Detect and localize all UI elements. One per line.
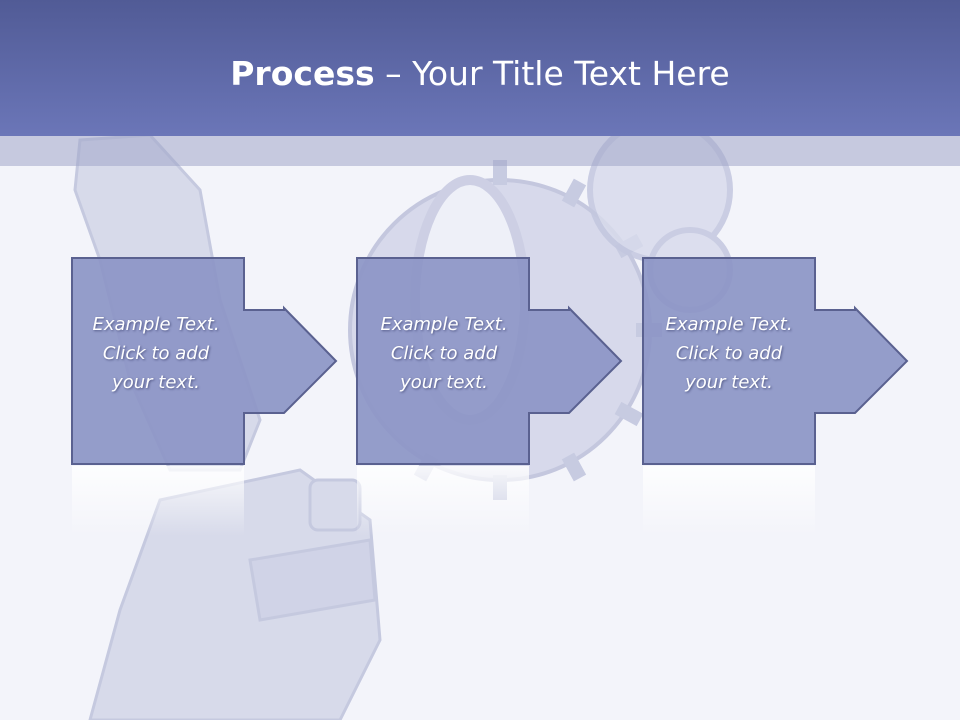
slide-title[interactable]: Process – Your Title Text Here [0, 52, 960, 96]
title-bar-shadow-strip [0, 136, 960, 166]
title-bar [0, 0, 960, 136]
step-3-arrow-box[interactable] [642, 257, 909, 465]
slide-title-rest: – Your Title Text Here [374, 54, 730, 93]
step-2-reflection [357, 466, 529, 536]
step-3-text[interactable]: Example Text. Click to add your text. [665, 314, 793, 393]
step-2-arrow-box[interactable] [356, 257, 623, 465]
step-1-arrow-box[interactable] [71, 257, 338, 465]
step-3-reflection [643, 466, 815, 536]
step-1-reflection [72, 466, 244, 536]
step-1-text[interactable]: Example Text. Click to add your text. [92, 314, 220, 393]
slide-title-bold: Process [230, 54, 375, 93]
step-2-text[interactable]: Example Text. Click to add your text. [380, 314, 508, 393]
